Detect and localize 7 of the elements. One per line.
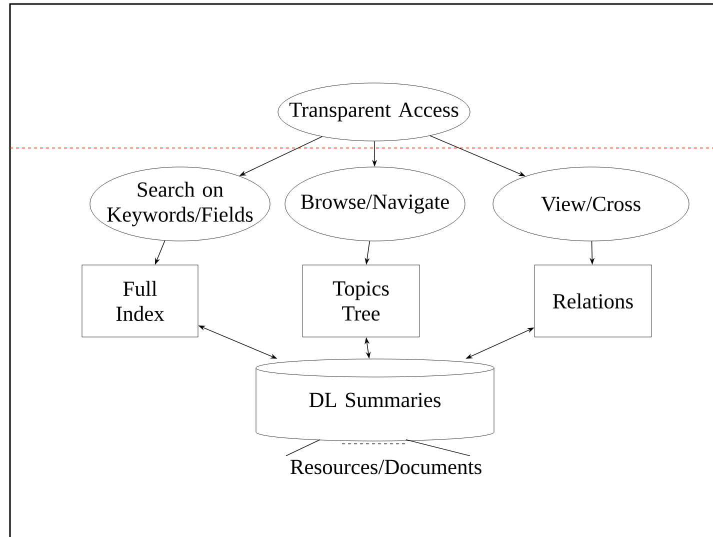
process-box: Topics Tree: [302, 264, 420, 338]
connector-line: [286, 439, 320, 456]
node-label: Resources/Documents: [290, 460, 482, 474]
connector-line: [406, 439, 470, 456]
database-cylinder: DL Summaries: [256, 358, 494, 442]
process-box: Relations: [534, 264, 652, 338]
process-box: Full Index: [82, 264, 198, 338]
